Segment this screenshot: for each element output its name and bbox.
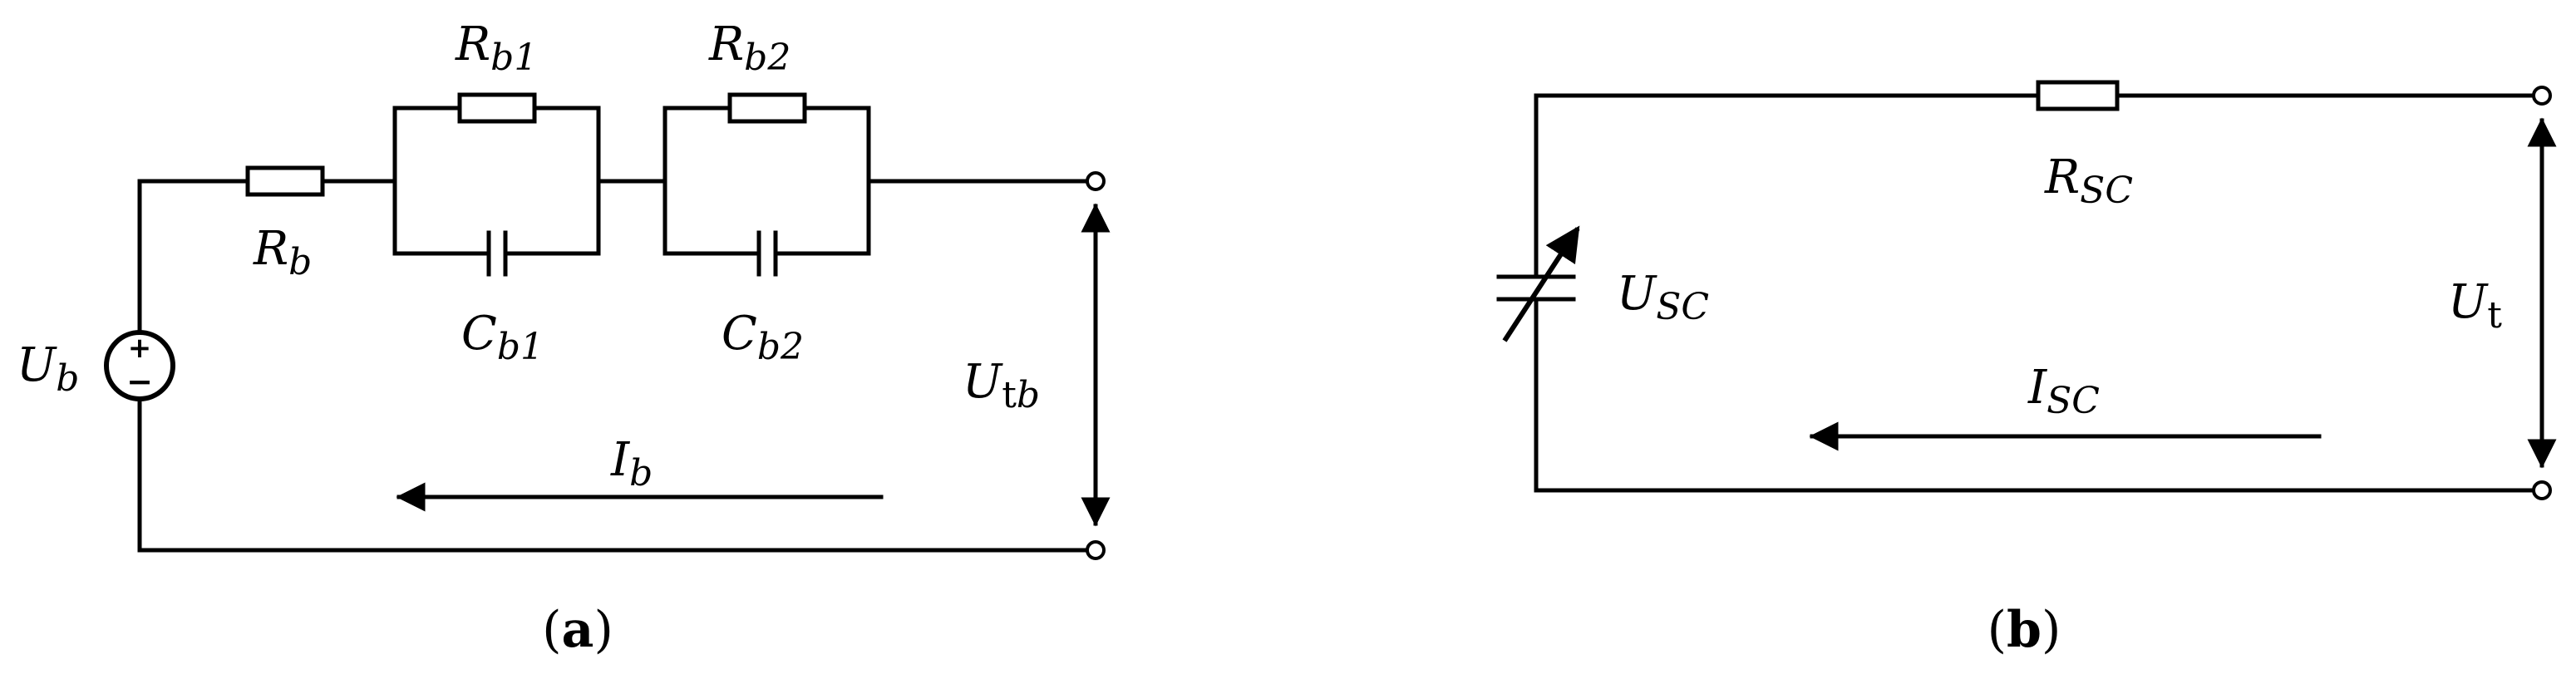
resistor-rsc <box>2036 80 2120 111</box>
resistor-rb1 <box>457 92 537 124</box>
label-rb1: Rb1 <box>455 17 537 79</box>
label-rsc: RSC <box>2044 150 2133 212</box>
terminal-top <box>2532 86 2552 106</box>
rc-block-2 <box>662 92 871 277</box>
label-ub: Ub <box>17 338 79 400</box>
supercapacitor-circuit: RSC USC Ut ISC (b) <box>1496 80 2557 659</box>
variable-arrow <box>1502 225 1580 342</box>
label-rb2: Rb2 <box>708 17 791 79</box>
voltage-source-ub: + − <box>104 330 175 401</box>
terminal-bottom <box>1086 540 1106 560</box>
label-usc: USC <box>1617 267 1709 328</box>
label-rb: Rb <box>253 222 312 283</box>
caption-b: (b) <box>1987 601 2061 659</box>
label-utb: Utb <box>963 355 1040 416</box>
resistor-rb2 <box>727 92 807 124</box>
label-ut: Ut <box>2448 275 2502 337</box>
terminal-bottom <box>2532 480 2552 500</box>
source-plus-sign: + <box>128 332 152 365</box>
rc-block-1 <box>392 92 601 277</box>
variable-capacitor-usc <box>1496 225 1580 342</box>
label-ib: Ib <box>610 433 653 494</box>
terminal-top <box>1086 171 1106 191</box>
label-isc: ISC <box>2027 361 2100 422</box>
label-cb1: Cb1 <box>461 307 544 368</box>
caption-a: (a) <box>542 601 613 659</box>
source-minus-sign: − <box>126 363 153 400</box>
battery-circuit: + − Rb1 Rb2 Rb Cb1 Cb2 Ub Utb Ib (a) <box>17 17 1111 659</box>
label-cb2: Cb2 <box>722 307 804 368</box>
resistor-rb <box>245 165 325 197</box>
